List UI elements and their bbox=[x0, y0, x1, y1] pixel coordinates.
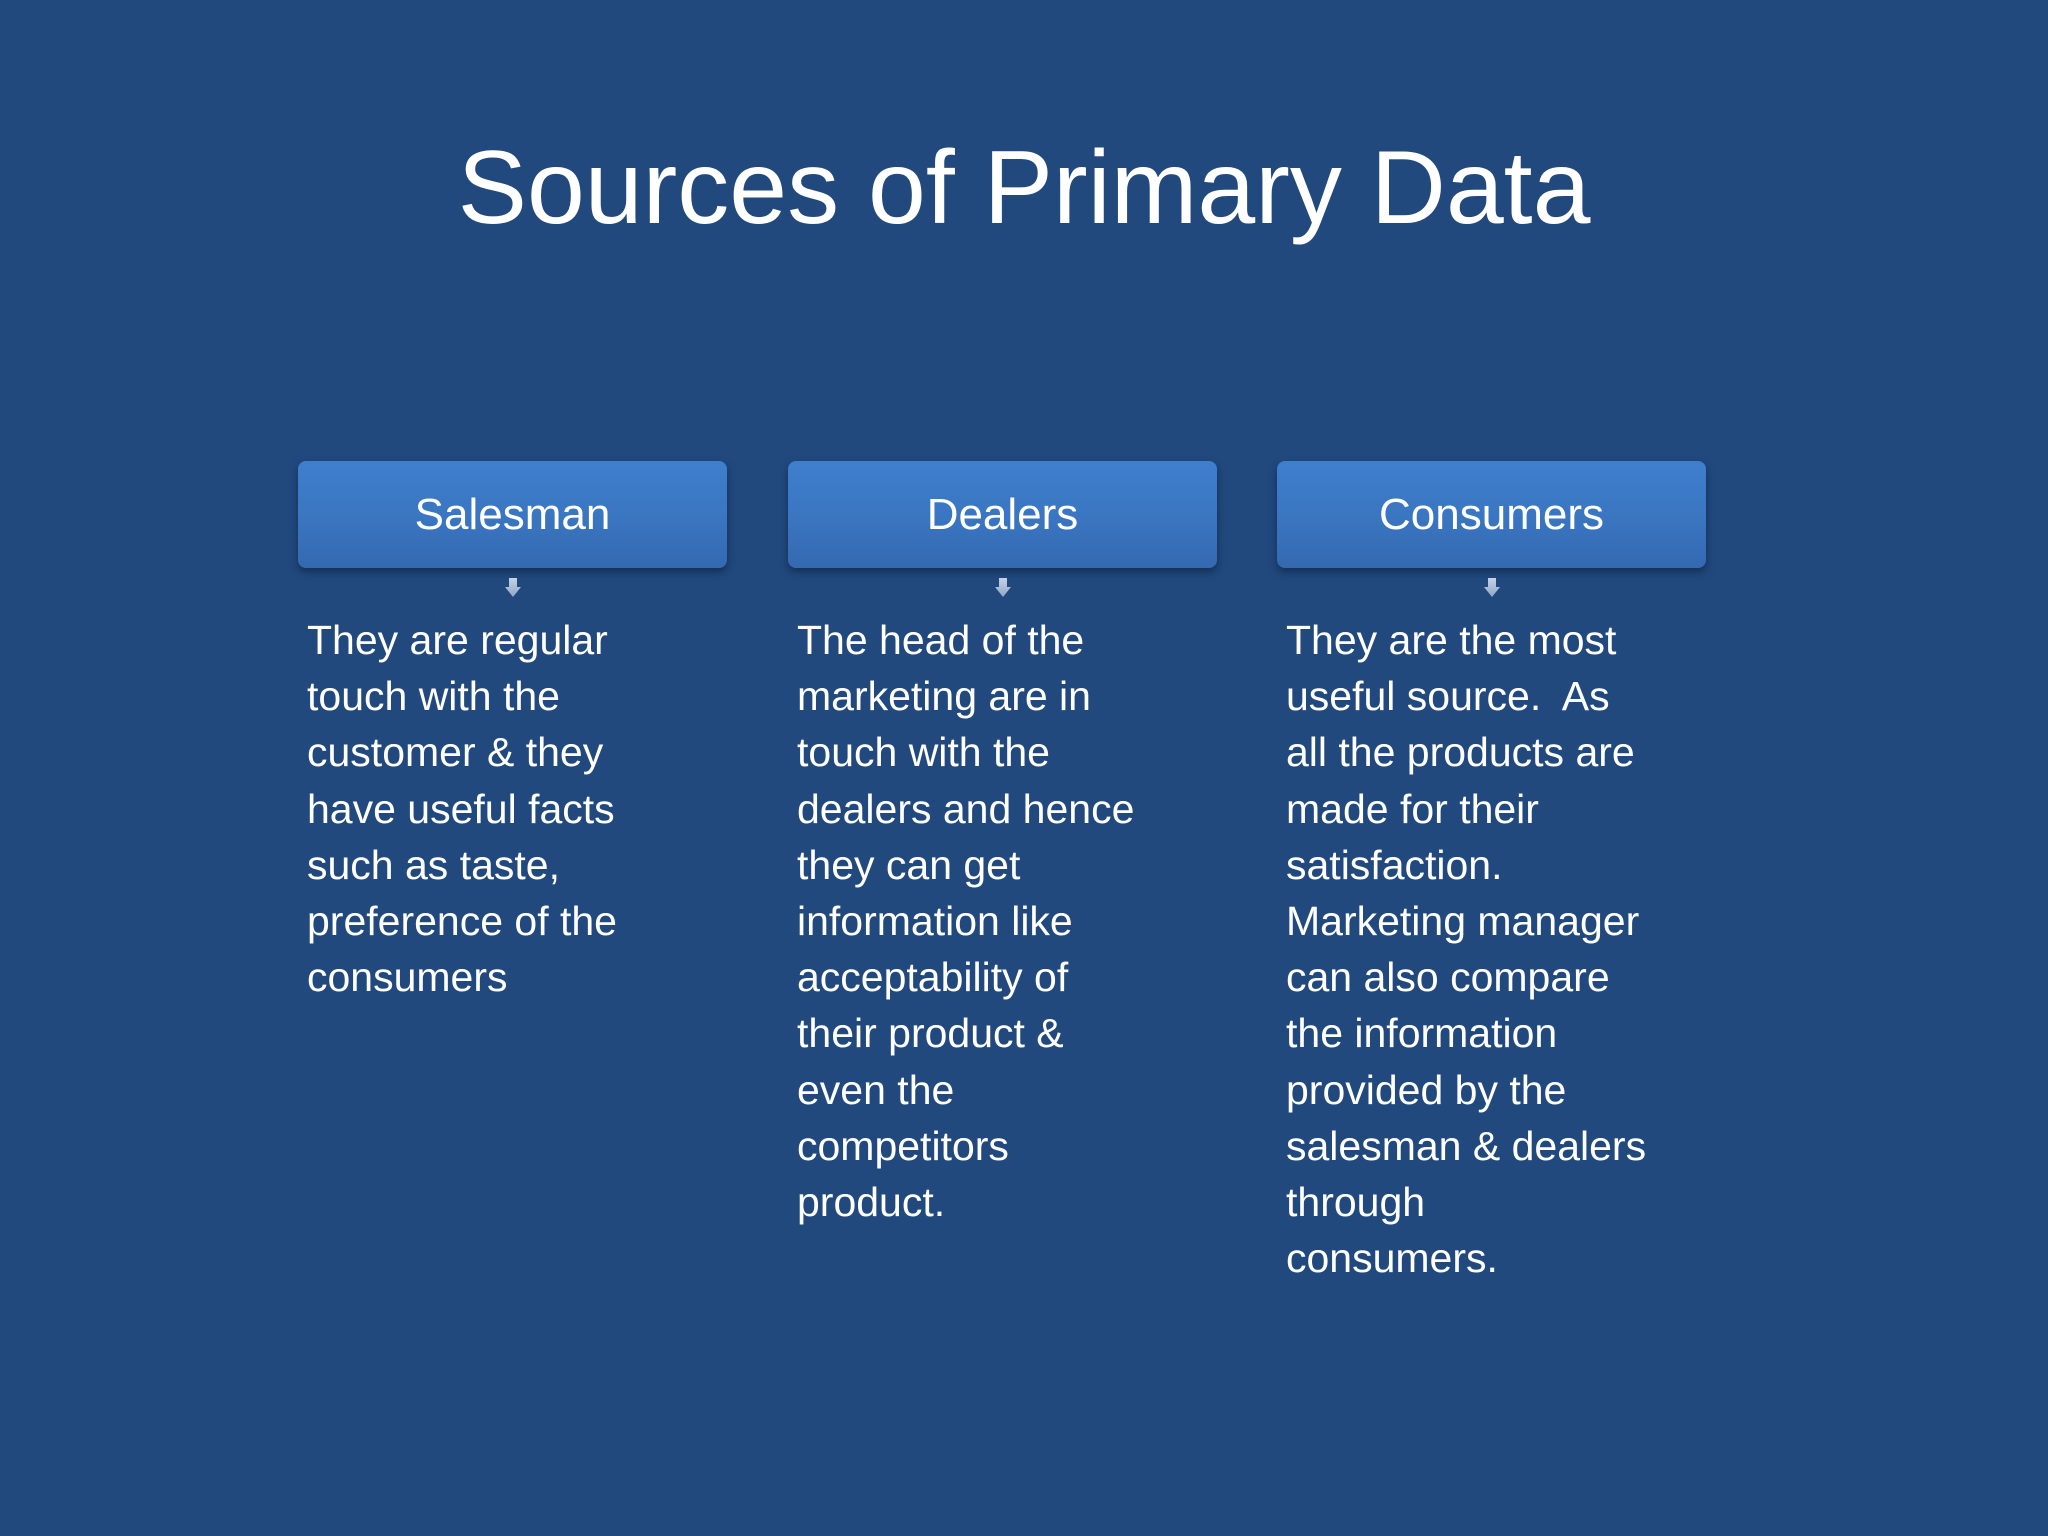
text-line: Marketing manager bbox=[1286, 898, 1640, 945]
consumers-description: They are the most useful source. As all … bbox=[1277, 612, 1706, 1286]
text-line: useful source. As bbox=[1286, 673, 1610, 720]
text-line: they can get bbox=[797, 841, 1021, 888]
column-consumers: Consumers They are the most useful sourc… bbox=[1277, 461, 1706, 1286]
dealers-box[interactable]: Dealers bbox=[788, 461, 1217, 568]
text-line: marketing are in bbox=[797, 673, 1091, 720]
text-line: through bbox=[1286, 1179, 1426, 1226]
dealers-description: The head of the marketing are in touch w… bbox=[788, 612, 1217, 1230]
text-line: the information bbox=[1286, 1010, 1558, 1057]
text-line: touch with the bbox=[797, 729, 1050, 776]
salesman-heading: Salesman bbox=[414, 489, 611, 539]
text-line: touch with the bbox=[307, 673, 560, 720]
text-line: competitors bbox=[797, 1122, 1009, 1169]
text-line: dealers and hence bbox=[797, 785, 1135, 832]
text-line: information like bbox=[797, 898, 1073, 945]
text-line: provided by the bbox=[1286, 1066, 1567, 1113]
arrow-down-icon bbox=[994, 578, 1011, 598]
arrow-down-icon bbox=[1483, 578, 1500, 598]
text-line: satisfaction. bbox=[1286, 841, 1503, 888]
text-line: customer & they bbox=[307, 729, 604, 776]
salesman-description: They are regular touch with the customer… bbox=[298, 612, 727, 1005]
text-line: They are the most bbox=[1286, 617, 1617, 663]
slide-title: Sources of Primary Data bbox=[457, 130, 1591, 246]
column-salesman: Salesman They are regular touch with the… bbox=[298, 461, 727, 1005]
text-line: their product & bbox=[797, 1010, 1064, 1057]
text-line: have useful facts bbox=[307, 785, 615, 832]
arrow-down-icon bbox=[504, 578, 521, 598]
text-line: such as taste, bbox=[307, 841, 560, 888]
text-line: made for their bbox=[1286, 785, 1539, 832]
text-line: salesman & dealers bbox=[1286, 1122, 1647, 1169]
text-line: consumers. bbox=[1286, 1235, 1498, 1282]
dealers-heading: Dealers bbox=[926, 489, 1079, 539]
consumers-box[interactable]: Consumers bbox=[1277, 461, 1706, 568]
text-line: product. bbox=[797, 1179, 946, 1226]
salesman-box[interactable]: Salesman bbox=[298, 461, 727, 568]
text-line: The head of the bbox=[797, 617, 1085, 663]
text-line: acceptability of bbox=[797, 954, 1069, 1001]
text-line: preference of the bbox=[307, 898, 617, 945]
text-line: all the products are bbox=[1286, 729, 1635, 776]
text-line: even the bbox=[797, 1066, 955, 1113]
text-line: They are regular bbox=[307, 617, 608, 663]
text-line: can also compare bbox=[1286, 954, 1610, 1001]
consumers-heading: Consumers bbox=[1379, 489, 1604, 539]
column-dealers: Dealers The head of the marketing are in… bbox=[788, 461, 1217, 1230]
text-line: consumers bbox=[307, 954, 508, 1001]
